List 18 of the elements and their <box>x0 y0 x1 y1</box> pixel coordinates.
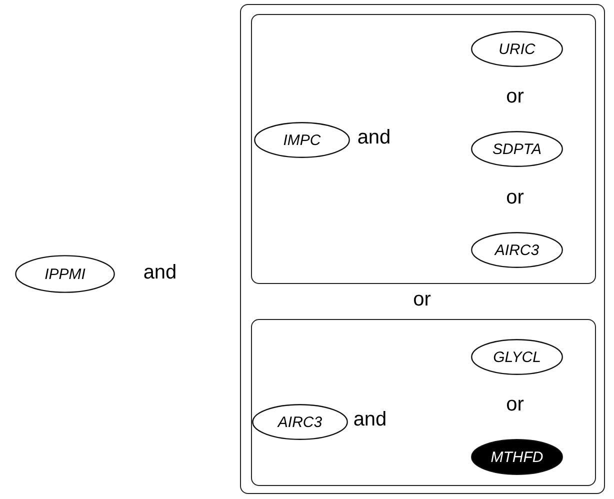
gene-ellipse: IPPMI <box>15 255 115 293</box>
logic-word: or <box>506 86 524 108</box>
group-box <box>251 14 596 284</box>
group-box <box>251 319 596 486</box>
logic-word: or <box>506 394 524 416</box>
group-box <box>240 4 605 494</box>
logic-word: and <box>357 126 391 150</box>
logic-word: and <box>143 262 177 284</box>
gene-ellipse: MTHFD <box>471 439 563 475</box>
logic-word: or <box>413 288 431 312</box>
gene-ellipse: AIRC3 <box>252 404 348 440</box>
logic-word: and <box>353 408 387 432</box>
gene-ellipse: AIRC3 <box>471 232 563 268</box>
logic-word: or <box>506 186 524 210</box>
gene-ellipse: GLYCL <box>471 339 563 375</box>
gene-ellipse: SDPTA <box>471 131 563 167</box>
gene-ellipse: URIC <box>471 31 563 67</box>
gene-ellipse: IMPC <box>254 122 350 158</box>
